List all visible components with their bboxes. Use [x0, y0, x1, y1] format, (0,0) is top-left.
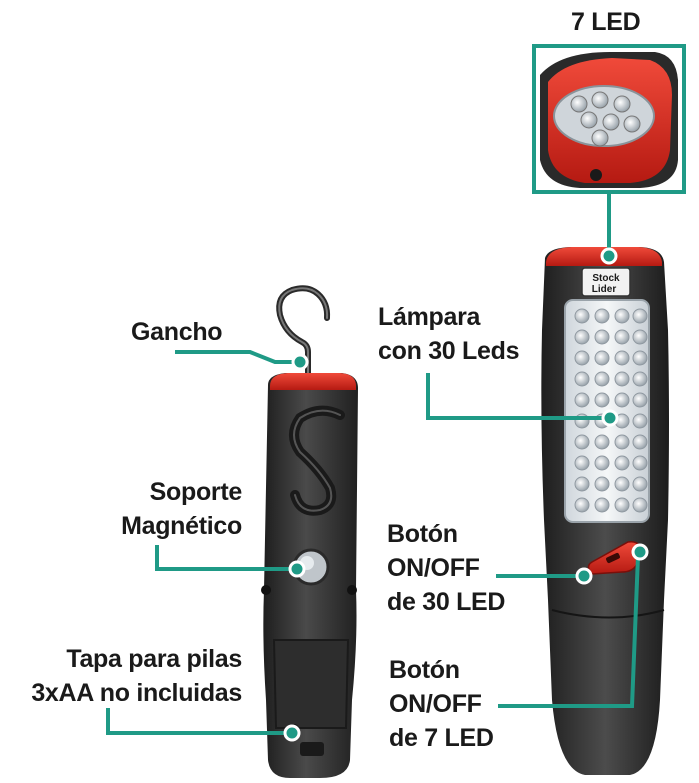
brand-logo-line1: Stock — [592, 273, 620, 284]
label-7-led: 7 LED — [571, 8, 641, 36]
label-tapa-1: Tapa para pilas — [66, 645, 242, 673]
led — [594, 329, 610, 345]
led — [614, 308, 630, 324]
led — [632, 329, 648, 345]
label-boton7-2: ON/OFF — [389, 690, 482, 718]
led-grid — [574, 308, 648, 513]
led — [632, 434, 648, 450]
callout-lines — [106, 194, 640, 735]
led — [614, 497, 630, 513]
led — [574, 371, 590, 387]
left-lamp-back-view — [261, 285, 358, 778]
right-lamp-front-view — [541, 247, 669, 775]
led — [594, 455, 610, 471]
battery-cover — [272, 639, 350, 729]
label-boton7-3: de 7 LED — [389, 724, 494, 752]
led — [614, 371, 630, 387]
led — [614, 392, 630, 408]
inset-7-led-closeup — [532, 44, 686, 194]
label-tapa-2: 3xAA no incluidas — [31, 679, 242, 707]
left-lamp-red-cap — [270, 373, 356, 390]
led — [614, 455, 630, 471]
led — [632, 413, 648, 429]
label-soporte-2: Magnético — [121, 512, 242, 540]
led — [594, 392, 610, 408]
led — [574, 434, 590, 450]
led — [574, 497, 590, 513]
led — [632, 392, 648, 408]
label-soporte-1: Soporte — [149, 478, 243, 506]
brand-badge — [581, 267, 631, 297]
led — [574, 329, 590, 345]
label-gancho: Gancho — [131, 318, 223, 346]
label-boton30-2: ON/OFF — [387, 554, 480, 582]
led — [574, 476, 590, 492]
led — [574, 308, 590, 324]
label-boton30-3: de 30 LED — [387, 588, 506, 616]
label-boton30-1: Botón — [387, 520, 458, 548]
label-lampara-1: Lámpara — [378, 303, 481, 331]
led — [594, 350, 610, 366]
led — [594, 308, 610, 324]
led — [574, 455, 590, 471]
led — [594, 497, 610, 513]
led — [632, 371, 648, 387]
callout-dots — [283, 247, 649, 742]
led — [632, 455, 648, 471]
led — [614, 434, 630, 450]
led — [574, 350, 590, 366]
led — [632, 308, 648, 324]
brand-logo-line2: Lider — [592, 284, 617, 295]
led — [594, 434, 610, 450]
label-lampara-2: con 30 Leds — [378, 337, 520, 365]
led — [574, 392, 590, 408]
led — [594, 476, 610, 492]
led — [594, 371, 610, 387]
led — [632, 497, 648, 513]
label-boton7-1: Botón — [389, 656, 460, 684]
led — [632, 476, 648, 492]
led — [614, 476, 630, 492]
led — [614, 329, 630, 345]
led — [614, 350, 630, 366]
led — [632, 350, 648, 366]
